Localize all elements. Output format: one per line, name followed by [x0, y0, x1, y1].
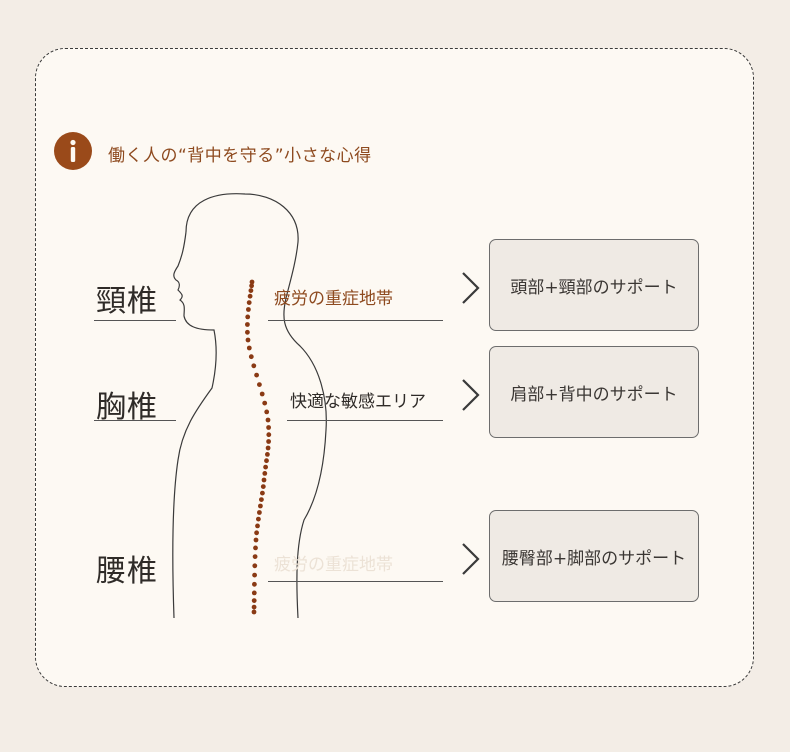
support-box-cervical: 頭部+頸部のサポート [489, 239, 699, 331]
spine-dot [251, 604, 257, 610]
spine-dot [254, 372, 259, 378]
spine-dots [245, 279, 272, 615]
label-lumbar: 腰椎 [96, 554, 158, 589]
spine-dot [246, 345, 252, 351]
spine-dot [252, 554, 258, 559]
spine-dot [260, 490, 265, 496]
desc-underline-lumbar [268, 581, 443, 582]
support-box-lumbar: 腰臀部+脚部のサポート [489, 510, 699, 602]
spine-dot [246, 300, 252, 305]
spine-dot [251, 590, 257, 596]
spine-dot [265, 417, 271, 423]
spine-dot [256, 516, 261, 522]
desc-thoracic: 快適な敏感エリア [290, 392, 426, 412]
spine-dot [253, 545, 258, 551]
spine-dot [262, 400, 268, 406]
spine-dot [253, 537, 259, 543]
spine-dot [252, 572, 257, 578]
spine-dot [245, 322, 250, 327]
spine-dot [255, 523, 260, 529]
spine-dot [266, 425, 271, 430]
spine-dot [266, 439, 271, 444]
spine-dot [246, 307, 251, 312]
spine-dot [251, 609, 257, 615]
spine-dot [262, 471, 268, 476]
spine-dot [260, 484, 266, 489]
spine-dot [251, 598, 257, 603]
spine-dot [263, 464, 268, 470]
desc-underline-thoracic [287, 420, 443, 421]
spine-dot [252, 563, 258, 569]
spine-dot [249, 283, 255, 289]
spine-dot [249, 279, 255, 285]
spine-dot [251, 363, 257, 369]
spine-dot [245, 337, 251, 343]
spine-dot [265, 452, 270, 457]
spine-dot [261, 477, 267, 483]
chevron-right-icon [462, 543, 480, 575]
spine-dot [259, 497, 264, 502]
header-title: 働く人の“背中を守る”小さな心得 [108, 146, 372, 166]
spine-dot [259, 391, 265, 397]
info-icon [54, 132, 92, 170]
desc-lumbar: 疲労の重症地帯 [274, 555, 393, 575]
spine-dot [245, 314, 251, 320]
chevron-right-icon [462, 379, 480, 411]
desc-cervical: 疲労の重症地帯 [274, 289, 393, 309]
spine-dot [264, 409, 270, 415]
spine-dot [257, 510, 262, 515]
spine-dot [254, 530, 259, 536]
label-cervical: 頸椎 [96, 284, 158, 319]
spine-dot [258, 503, 263, 509]
spine-dot [265, 445, 271, 451]
label-underline-cervical [94, 320, 176, 321]
spine-dot [248, 354, 254, 360]
desc-underline-cervical [268, 320, 443, 321]
spine-dot [266, 432, 272, 438]
spine-dot [257, 382, 262, 387]
spine-dot [247, 293, 253, 299]
label-underline-thoracic [94, 420, 176, 421]
spine-dot [248, 288, 254, 293]
chevron-right-icon [462, 272, 480, 304]
spine-dot [245, 329, 250, 335]
support-box-thoracic: 肩部+背中のサポート [489, 346, 699, 438]
spine-dot [264, 458, 269, 464]
spine-dot [252, 581, 257, 587]
label-thoracic: 胸椎 [96, 390, 158, 425]
